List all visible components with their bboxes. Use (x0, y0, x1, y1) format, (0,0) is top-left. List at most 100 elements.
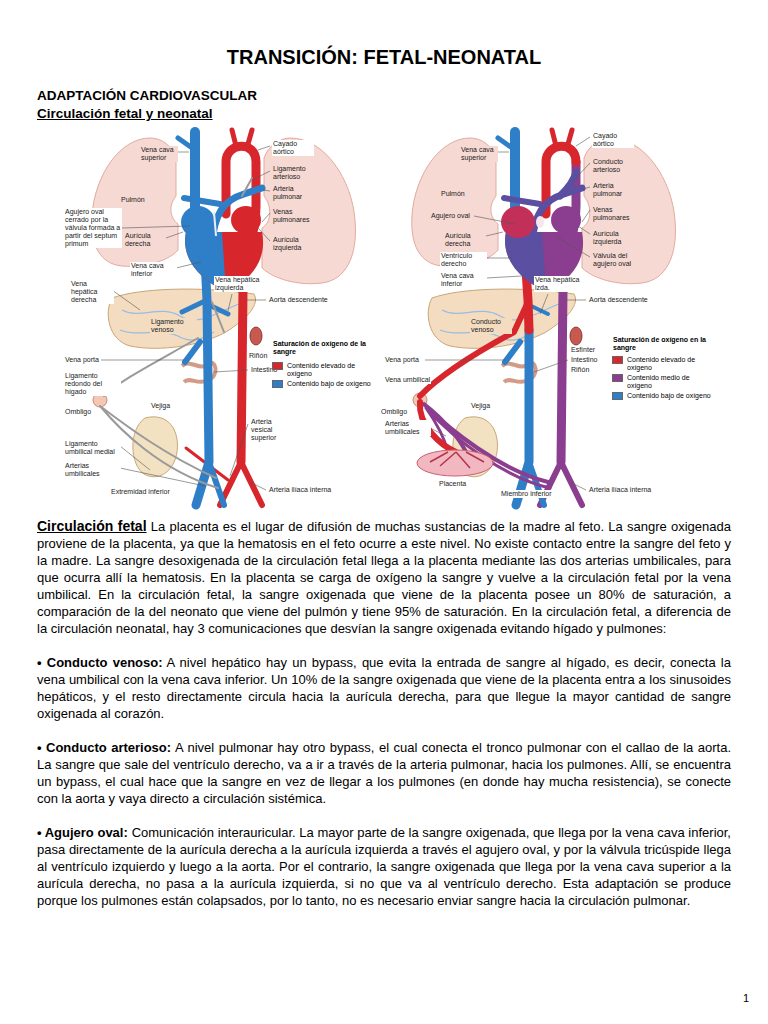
anatomy-label: Venas pulmonares (592, 206, 639, 222)
legend-swatch (612, 392, 623, 400)
paragraph-lead: • Conducto venoso: (37, 655, 163, 670)
illustration-part (101, 146, 270, 490)
anatomy-label: Arteria ilíaca interna (268, 486, 332, 494)
body-text: La placenta es el lugar de difusión de m… (37, 519, 731, 636)
legend-entry: Contenido bajo de oxígeno (272, 380, 371, 388)
anatomy-label: Aurícula izquierda (272, 236, 319, 252)
anatomy-label: Aurícula izquierda (592, 230, 639, 246)
illustration-part (231, 206, 261, 234)
neonatal-vessels (100, 130, 262, 505)
anatomy-label: Ligamento arterioso (272, 165, 319, 181)
paragraph: • Conducto arterioso:A nivel pulmonar ha… (37, 739, 731, 807)
legend-entry: Contenido elevado de oxígeno (272, 362, 372, 378)
anatomy-label: Aurícula derecha (444, 232, 486, 248)
legend-entry: Contenido elevado de oxígeno (612, 356, 712, 372)
leader-lines (101, 137, 590, 490)
legend-swatch (272, 380, 283, 388)
paragraph: Circulación fetalLa placenta es el lugar… (37, 518, 731, 637)
legend-swatch (612, 356, 623, 364)
anatomy-label: Cayado aórtico (272, 140, 314, 156)
anatomy-label: Arterias umbilicales (64, 462, 121, 478)
illustration-part (536, 216, 544, 228)
page-title: TRANSICIÓN: FETAL-NEONATAL (0, 46, 768, 69)
anatomy-label: Intestino (570, 356, 598, 364)
anatomy-label: Cayado aórtico (592, 132, 634, 148)
legend-text: Contenido elevado de oxígeno (287, 362, 372, 378)
legend-text: Contenido medio de oxígeno (627, 374, 712, 390)
anatomy-label: Agujero oval (430, 212, 471, 220)
paragraph: • Agujero oval:Comunicación interauricul… (37, 824, 731, 909)
anatomy-label: Pulmón (120, 196, 146, 204)
placenta (417, 450, 493, 476)
illustration-part (220, 462, 262, 505)
anatomy-label: Vena cava inferior (130, 262, 177, 278)
anatomy-label: Arterias umbilicales (384, 420, 431, 436)
anatomy-label: Vejiga (470, 402, 491, 410)
legend-entry: Contenido medio de oxígeno (612, 374, 712, 390)
illustration-part (430, 452, 484, 468)
illustration-part (551, 206, 581, 234)
anatomy-label: Vena hepática izquierda (214, 276, 261, 292)
anatomy-label: Arteria vesical superior (250, 418, 292, 442)
organ-set (92, 138, 356, 477)
illustration-part (209, 462, 224, 505)
anatomy-label: Vena cava inferior (440, 272, 487, 288)
illustration-part (420, 302, 528, 396)
anatomy-label: Ligamento umbilical medial (64, 440, 121, 456)
paragraph-lead: Circulación fetal (37, 518, 147, 534)
anatomy-label: Vejiga (150, 402, 171, 410)
illustration-part (178, 138, 195, 150)
illustration-part (504, 198, 540, 204)
anatomy-label: Extremidad inferior (110, 488, 171, 496)
legend-title: Saturación de oxígeno de la sangre (272, 340, 374, 356)
paragraph: • Conducto venoso:A nivel hepático hay u… (37, 654, 731, 722)
anatomy-label: Aorta descendente (588, 296, 649, 304)
anatomy-label: Ligamento redondo del hígado (64, 372, 121, 396)
anatomy-label: Riñón (248, 352, 268, 360)
section-heading: ADAPTACIÓN CARDIOVASCULAR (37, 88, 257, 103)
legend-title: Saturación de oxígeno en la sangre (612, 336, 714, 352)
anatomy-label: Arteria pulmonar (272, 185, 319, 201)
neonatal-heart (181, 206, 263, 292)
legend-text: Contenido bajo de oxígeno (287, 380, 371, 388)
illustration-part (185, 232, 263, 292)
anatomy-label: Esfínter (570, 346, 596, 354)
illustration-part (100, 178, 252, 488)
illustration-part (181, 206, 215, 238)
paragraph-lead: • Agujero oval: (37, 825, 128, 840)
illustration-part (425, 137, 590, 490)
anatomy-label: Pulmón (440, 190, 466, 198)
anatomy-label: Ombligo (380, 408, 408, 416)
illustration-part (505, 232, 583, 292)
anatomy-label: Vena cava superior (140, 146, 178, 162)
anatomy-label: Vena hepática derecha (70, 280, 114, 304)
illustration-part (232, 130, 252, 146)
illustration-part (498, 138, 515, 150)
illustration-part (552, 130, 572, 146)
legend-entry: Contenido bajo de oxígeno (612, 392, 711, 400)
anatomy-label: Conducto venoso (470, 318, 512, 334)
illustration-part (214, 212, 216, 236)
illustration-part (560, 172, 576, 196)
anatomy-label: Arteria pulmonar (592, 182, 639, 198)
anatomy-label: Vena porta (384, 356, 420, 364)
illustration-part (184, 198, 220, 204)
section-heading: Circulación fetal y neonatal (37, 106, 213, 121)
legend-swatch (612, 374, 623, 382)
anatomy-label: Aurícula derecha (124, 232, 166, 248)
legend-text: Contenido bajo de oxígeno (627, 392, 711, 400)
anatomy-label: Válvula del agujero oval (592, 252, 649, 268)
anatomy-label: Vena cava superior (460, 146, 498, 162)
paragraph-lead: • Conducto arterioso: (37, 740, 171, 755)
anatomy-label: Ligamento venoso (150, 318, 197, 334)
page-number: 1 (743, 992, 749, 1004)
text-body: Circulación fetalLa placenta es el lugar… (37, 518, 731, 926)
illustration-part (505, 342, 520, 362)
illustration-part (182, 300, 228, 314)
anatomy-label: Agujero oval cerrado por la válvula form… (64, 208, 122, 248)
anatomy-label: Placenta (438, 480, 467, 488)
anatomy-label: Ventrículo derecho (440, 252, 487, 268)
anatomy-label: Conducto arterioso (592, 158, 639, 174)
illustration-part (417, 450, 493, 476)
